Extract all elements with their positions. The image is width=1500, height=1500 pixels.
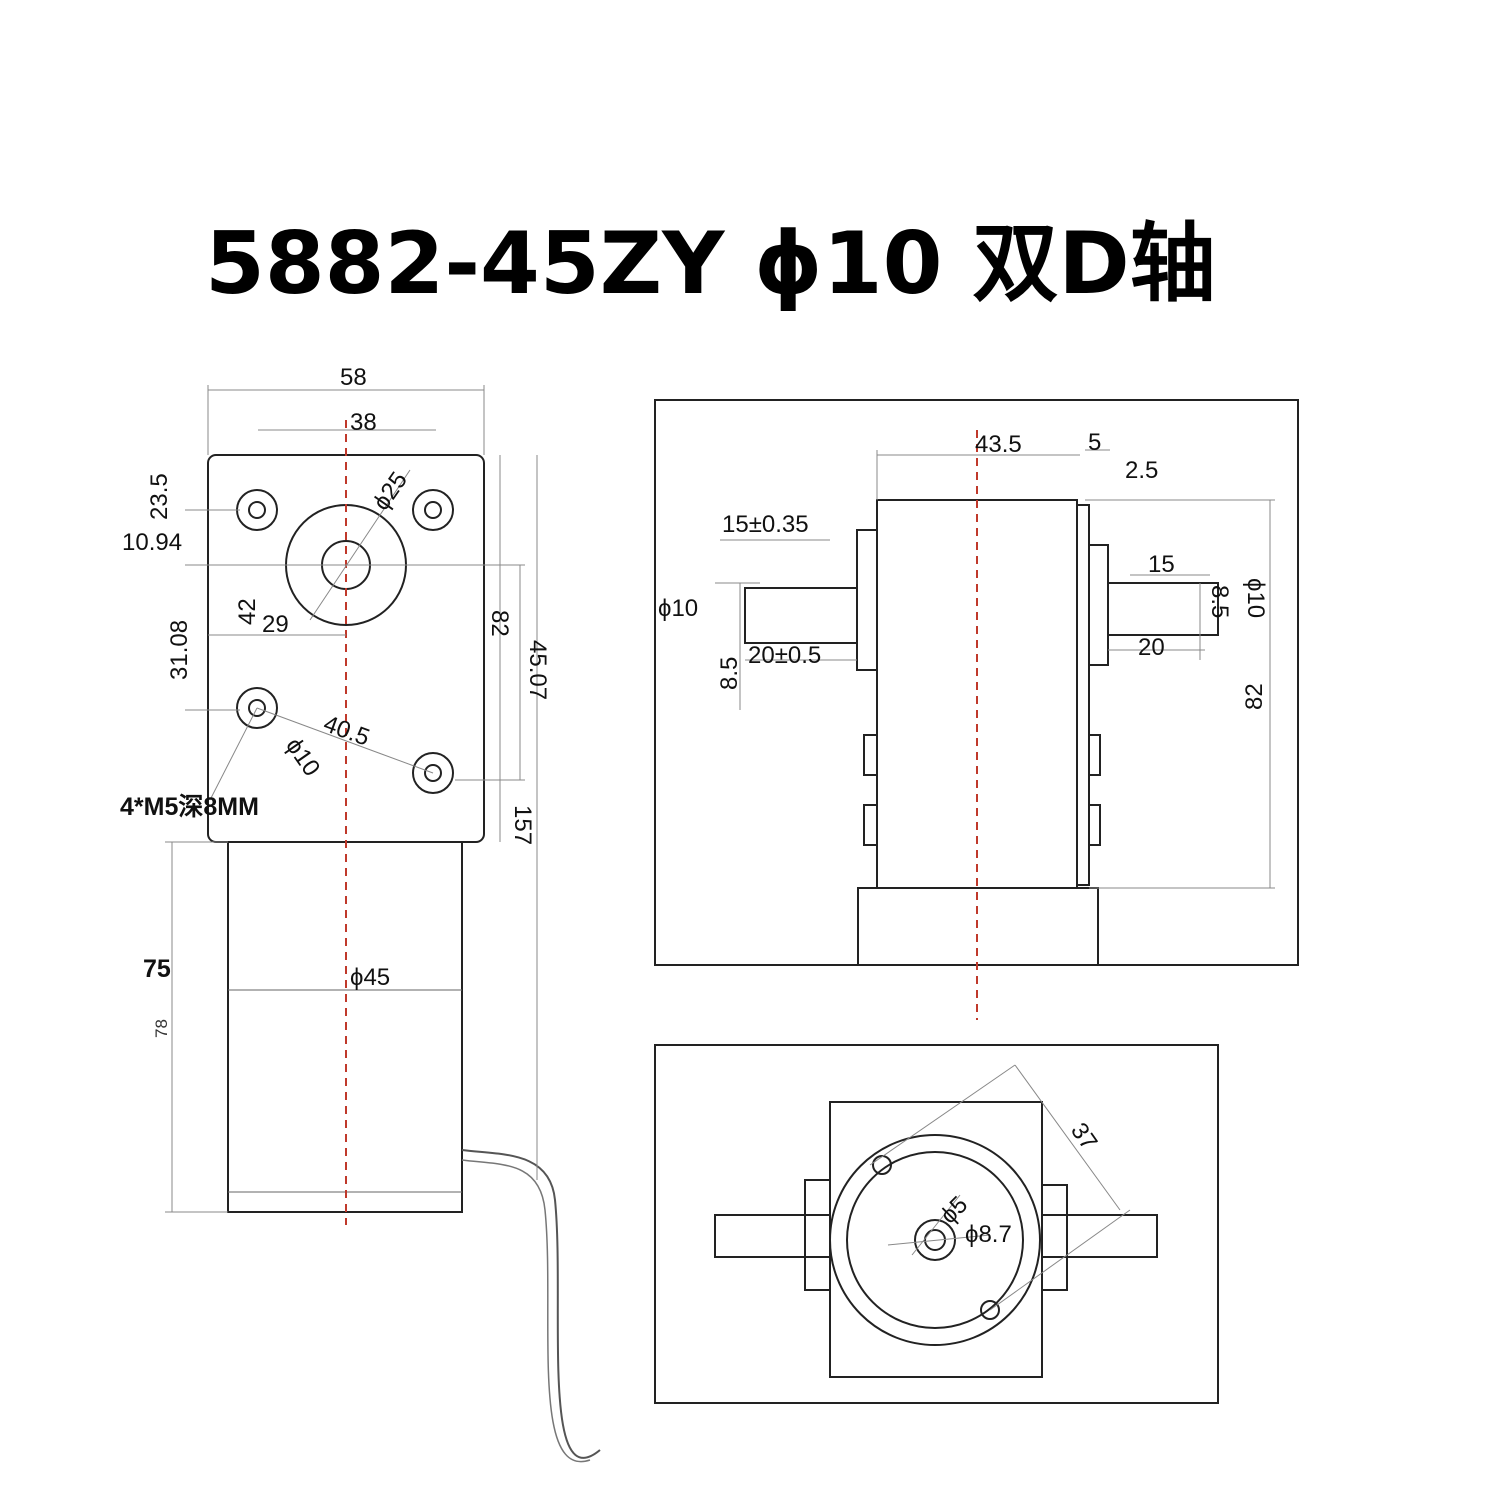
dim-phi45: ϕ45 — [350, 964, 390, 991]
dim-58: 58 — [340, 364, 367, 391]
dim-78: 78 — [152, 1019, 171, 1038]
left-shaft — [744, 587, 858, 644]
dim-38: 38 — [350, 409, 377, 436]
dim-thread: 4*M5深8MM — [120, 793, 259, 821]
dim-157: 157 — [509, 805, 536, 845]
dim-45-07: 45.07 — [524, 640, 551, 700]
side-view — [654, 399, 1299, 1020]
dim-15-right: 15 — [1148, 551, 1175, 578]
dim-43-5: 43.5 — [975, 431, 1022, 458]
dim-31-08: 31.08 — [166, 620, 193, 680]
dim-15-tol: 15±0.35 — [722, 511, 809, 538]
dim-phi10-right: ϕ10 — [1242, 578, 1269, 618]
motor-wires — [461, 1149, 601, 1459]
dim-phi10-hole: ϕ10 — [280, 733, 325, 781]
dim-8-5-left: 8.5 — [716, 657, 743, 690]
dim-29: 29 — [262, 611, 289, 638]
front-view — [165, 385, 601, 1463]
end-shaft — [914, 1219, 956, 1261]
dim-phi25: ϕ25 — [368, 467, 413, 515]
dim-2-5: 2.5 — [1125, 457, 1158, 484]
dim-75: 75 — [143, 955, 171, 983]
dim-5: 5 — [1088, 429, 1101, 456]
end-view-frame — [654, 1044, 1219, 1404]
drawing-title: 5882-45ZY ϕ10 双D轴 — [205, 214, 1216, 314]
dim-42: 42 — [234, 598, 261, 625]
right-shaft — [1107, 582, 1219, 636]
mounting-holes — [236, 489, 454, 794]
dim-20-tol: 20±0.5 — [748, 642, 821, 669]
dim-8-5-right: 8.5 — [1206, 585, 1233, 618]
dim-82-right: 82 — [1241, 683, 1268, 710]
dim-phi8-7: ϕ8.7 — [965, 1221, 1012, 1248]
dim-20-right: 20 — [1138, 634, 1165, 661]
dim-37: 37 — [1065, 1118, 1102, 1155]
dim-82-left: 82 — [486, 610, 513, 637]
dim-23-5: 23.5 — [146, 473, 173, 520]
dim-10-94: 10.94 — [122, 529, 182, 556]
dim-phi10-left: ϕ10 — [658, 595, 698, 622]
end-view — [654, 1044, 1219, 1404]
